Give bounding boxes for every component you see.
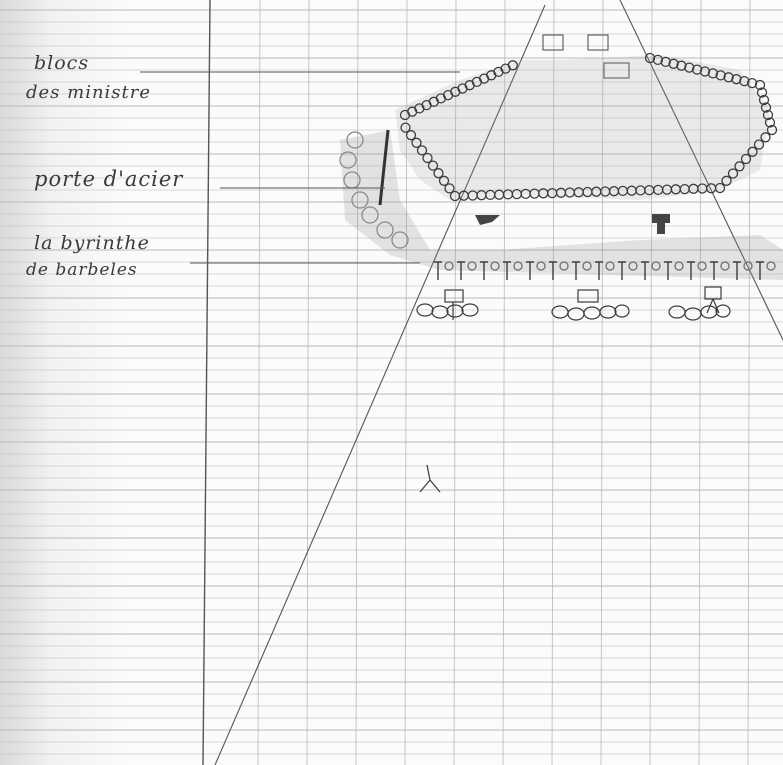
label-labyrinthe: la byrinthe	[34, 232, 150, 254]
label-ministere: des ministre	[26, 82, 151, 103]
grid-column	[258, 0, 260, 765]
grid-column	[307, 0, 309, 765]
label-barbeles: de barbeles	[26, 260, 138, 280]
guard-posts	[417, 287, 730, 320]
margin-line	[203, 0, 210, 765]
figure-mark	[420, 465, 440, 492]
grid-column	[356, 0, 358, 765]
label-porte: porte d'acier	[34, 167, 183, 191]
label-blocs: blocs	[34, 52, 89, 74]
